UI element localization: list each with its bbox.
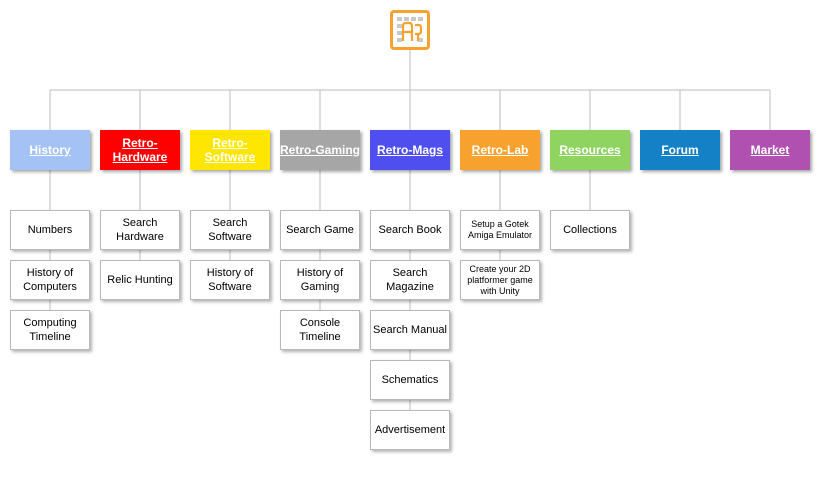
subpage-link[interactable]: Schematics (370, 360, 450, 400)
subpage-link[interactable]: Search Magazine (370, 260, 450, 300)
category-label: Market (750, 143, 790, 157)
subpage-link[interactable]: History of Computers (10, 260, 90, 300)
retro-logo-icon (397, 17, 423, 42)
subpage-link[interactable]: Collections (550, 210, 630, 250)
category-label: Forum (661, 143, 699, 157)
subpage-link[interactable]: Search Hardware (100, 210, 180, 250)
category-label: Retro-Gaming (280, 143, 361, 157)
subpage-link[interactable]: History of Software (190, 260, 270, 300)
category-label: Resources (559, 143, 621, 157)
subpage-link[interactable]: Setup a Gotek Amiga Emulator (460, 210, 540, 250)
subpage-link[interactable]: Numbers (10, 210, 90, 250)
category-history[interactable]: History (10, 130, 90, 170)
subpage-link[interactable]: Search Game (280, 210, 360, 250)
category-label: Retro-Software (204, 136, 256, 164)
category-label: Retro-Lab (471, 143, 529, 157)
subpage-link[interactable]: Search Software (190, 210, 270, 250)
subpage-link[interactable]: Advertisement (370, 410, 450, 450)
subpage-link[interactable]: Create your 2D platformer game with Unit… (460, 260, 540, 300)
subpage-link[interactable]: Relic Hunting (100, 260, 180, 300)
subpage-link[interactable]: Search Book (370, 210, 450, 250)
subpage-link[interactable]: Search Manual (370, 310, 450, 350)
category-retro-gaming[interactable]: Retro-Gaming (280, 130, 360, 170)
category-market[interactable]: Market (730, 130, 810, 170)
category-label: History (29, 143, 71, 157)
logo[interactable] (390, 10, 430, 50)
subpage-link[interactable]: History of Gaming (280, 260, 360, 300)
subpage-link[interactable]: Console Timeline (280, 310, 360, 350)
category-label: Retro-Hardware (112, 136, 168, 164)
category-retro-software[interactable]: Retro-Software (190, 130, 270, 170)
category-forum[interactable]: Forum (640, 130, 720, 170)
category-retro-hardware[interactable]: Retro-Hardware (100, 130, 180, 170)
category-resources[interactable]: Resources (550, 130, 630, 170)
subpage-link[interactable]: Computing Timeline (10, 310, 90, 350)
category-retro-mags[interactable]: Retro-Mags (370, 130, 450, 170)
category-label: Retro-Mags (376, 143, 443, 157)
category-retro-lab[interactable]: Retro-Lab (460, 130, 540, 170)
